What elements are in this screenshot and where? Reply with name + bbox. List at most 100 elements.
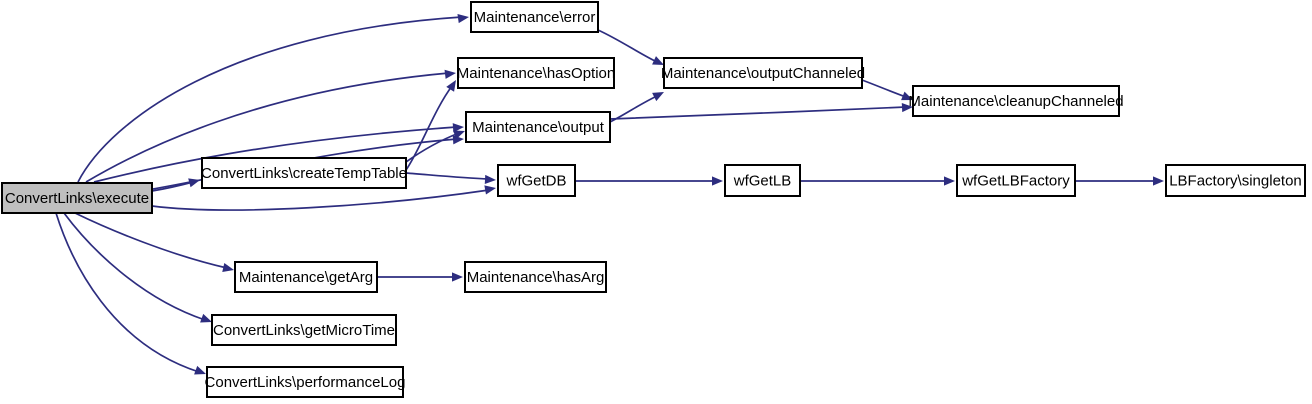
edge-line (597, 29, 658, 63)
node-output[interactable]: Maintenance\output (465, 111, 611, 143)
node-singleton[interactable]: LBFactory\singleton (1165, 164, 1306, 197)
arrowhead-icon (222, 263, 234, 273)
node-box[interactable] (464, 261, 607, 293)
node-cleanupChanneled[interactable]: Maintenance\cleanupChanneled (908, 85, 1124, 117)
node-performanceLog[interactable]: ConvertLinks\performanceLog (205, 366, 406, 398)
edge-execute-to-createTempTable (151, 178, 200, 192)
node-box[interactable] (206, 366, 404, 398)
arrowhead-icon (188, 178, 200, 188)
node-box[interactable] (201, 157, 407, 189)
edge-execute-to-error (77, 13, 469, 183)
node-wfGetDB[interactable]: wfGetDB (497, 164, 576, 197)
edge-line (55, 212, 200, 373)
arrowhead-icon (484, 174, 496, 185)
edge-line (93, 126, 458, 183)
node-label: ConvertLinks\performanceLog (205, 374, 406, 391)
edge-execute-to-getArg (74, 212, 234, 273)
node-box[interactable] (663, 57, 863, 89)
node-hasArg[interactable]: Maintenance\hasArg (464, 261, 607, 293)
node-label: ConvertLinks\getMicroTime (213, 322, 395, 339)
node-box[interactable] (211, 314, 397, 346)
arrowhead-icon (652, 92, 664, 102)
edge-line (85, 72, 450, 183)
node-box[interactable] (912, 85, 1120, 117)
node-box[interactable] (465, 111, 611, 143)
arrowhead-icon (444, 69, 456, 79)
edge-execute-to-output (93, 123, 464, 183)
node-hasOption[interactable]: Maintenance\hasOption (457, 57, 615, 89)
node-box[interactable] (457, 57, 615, 89)
edge-line (405, 172, 490, 180)
edge-getArg-to-hasArg (377, 272, 463, 282)
arrowhead-icon (453, 130, 465, 140)
node-outputChanneled[interactable]: Maintenance\outputChanneled (661, 57, 865, 89)
node-box[interactable] (1, 182, 153, 214)
edge-line (609, 95, 658, 123)
edge-execute-to-getMicroTime (63, 212, 212, 323)
node-box[interactable] (234, 261, 378, 293)
node-wfGetLBFactory[interactable]: wfGetLBFactory (956, 164, 1076, 197)
node-label: Maintenance\getArg (239, 269, 373, 286)
arrowhead-icon (944, 176, 955, 186)
edge-line (151, 189, 490, 211)
arrowhead-icon (452, 135, 464, 145)
edge-error-to-outputChanneled (597, 29, 664, 65)
edge-output-to-cleanupChanneled (609, 102, 913, 120)
node-box[interactable] (1165, 164, 1306, 197)
node-getMicroTime[interactable]: ConvertLinks\getMicroTime (211, 314, 397, 346)
node-label: wfGetDB (505, 172, 566, 189)
node-execute[interactable]: ConvertLinks\execute (1, 182, 153, 214)
edge-execute-to-wfGetDB (151, 185, 496, 211)
node-box[interactable] (724, 164, 801, 197)
nodes-layer: ConvertLinks\execute Maintenance\errorMai… (1, 1, 1306, 398)
edge-line (609, 106, 907, 120)
arrowhead-icon (446, 80, 456, 92)
node-label: Maintenance\outputChanneled (661, 65, 865, 82)
node-box[interactable] (470, 1, 599, 33)
node-label: Maintenance\cleanupChanneled (908, 93, 1123, 110)
node-label: Maintenance\output (472, 119, 605, 136)
arrowhead-icon (484, 185, 496, 195)
edge-wfGetLBFactory-to-singleton (1074, 176, 1164, 186)
edge-output-to-outputChanneled (609, 92, 664, 123)
arrowhead-icon (652, 56, 664, 65)
edge-line (74, 212, 228, 269)
node-box[interactable] (956, 164, 1076, 197)
arrowhead-icon (452, 123, 464, 133)
arrowhead-icon (1153, 176, 1164, 186)
node-createTempTable[interactable]: ConvertLinks\createTempTable (201, 157, 407, 189)
edge-line (405, 132, 460, 163)
node-label: wfGetLB (733, 172, 792, 189)
edge-line (151, 181, 194, 192)
edges-layer (55, 13, 1164, 375)
node-label: Maintenance\error (474, 9, 596, 26)
node-error[interactable]: Maintenance\error (470, 1, 599, 33)
edge-wfGetLB-to-wfGetLBFactory (799, 176, 955, 186)
edge-line (63, 212, 206, 321)
node-label: ConvertLinks\createTempTable (201, 165, 407, 182)
node-label: Maintenance\hasOption (457, 65, 615, 82)
arrowhead-icon (457, 13, 469, 24)
node-box[interactable] (497, 164, 576, 197)
node-getArg[interactable]: Maintenance\getArg (234, 261, 378, 293)
edge-line (861, 79, 907, 98)
edge-line (405, 85, 453, 171)
node-label: ConvertLinks\execute (5, 190, 149, 207)
edge-createTempTable-to-wfGetDB (405, 172, 496, 185)
node-label: Maintenance\hasArg (467, 269, 605, 286)
arrowhead-icon (901, 91, 913, 101)
edge-execute-to-performanceLog (55, 212, 206, 375)
arrowhead-icon (452, 272, 463, 282)
node-wfGetLB[interactable]: wfGetLB (724, 164, 801, 197)
edge-outputChanneled-to-cleanupChanneled (861, 79, 913, 101)
node-label: LBFactory\singleton (1169, 172, 1302, 189)
arrowhead-icon (712, 176, 723, 186)
edge-line (77, 16, 463, 183)
arrowhead-icon (901, 102, 913, 113)
edge-wfGetDB-to-wfGetLB (574, 176, 723, 186)
arrowhead-icon (200, 313, 212, 323)
edge-createTempTable-to-hasOption (405, 80, 456, 171)
arrowhead-icon (194, 365, 206, 375)
